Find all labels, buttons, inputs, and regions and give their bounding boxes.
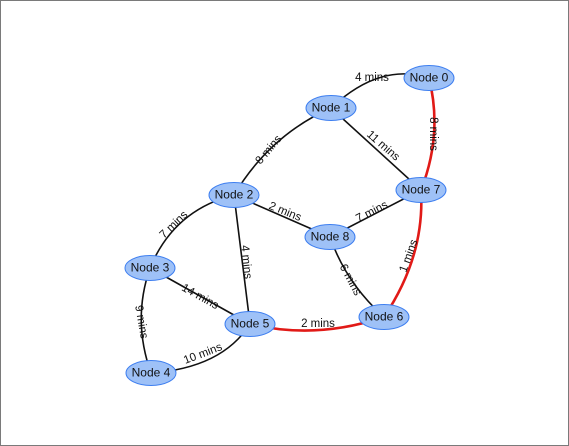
node-5[interactable]: Node 5 (224, 311, 276, 337)
edge-2-5 (233, 194, 251, 325)
node-7-label: Node 7 (402, 183, 441, 197)
node-1[interactable]: Node 1 (305, 95, 357, 121)
node-4[interactable]: Node 4 (125, 360, 177, 386)
node-5-label: Node 5 (231, 317, 270, 331)
edge-7-6-highlighted (382, 188, 423, 319)
node-2-label: Node 2 (215, 188, 254, 202)
node-7-shape (395, 177, 447, 203)
edge-label-3-5: 14 mins (179, 282, 220, 312)
node-0-shape (403, 65, 455, 91)
edge-2-1 (233, 107, 332, 196)
node-1-label: Node 1 (312, 101, 351, 115)
edge-label-8-7: 7 mins (354, 199, 390, 225)
edge-label-7-6: 1 mins (398, 238, 421, 274)
edge-label-3-2: 7 mins (158, 209, 191, 241)
edge-label-8-6: 6 mins (337, 262, 364, 298)
node-3[interactable]: Node 3 (124, 255, 176, 281)
edge-label-2-8: 2 mins (267, 200, 303, 224)
node-2[interactable]: Node 2 (208, 182, 260, 208)
node-1-shape (305, 95, 357, 121)
node-8[interactable]: Node 8 (304, 224, 356, 250)
edge-label-1-0: 4 mins (355, 72, 389, 84)
node-2-shape (208, 182, 260, 208)
node-5-shape (224, 311, 276, 337)
node-0[interactable]: Node 0 (403, 65, 455, 91)
node-layer: Node 0 Node 1 Node 2 Node 3 Node 4 Node 5 Node… (124, 65, 455, 386)
node-8-label: Node 8 (311, 230, 350, 244)
edge-label-2-5: 4 mins (238, 245, 254, 280)
edge-label-0-7: 8 mins (427, 117, 439, 151)
edge-label-3-4: 9 mins (132, 304, 150, 340)
edge-label-4-5: 10 mins (182, 341, 224, 367)
node-7[interactable]: Node 7 (395, 177, 447, 203)
node-3-shape (124, 255, 176, 281)
node-4-shape (125, 360, 177, 386)
node-4-label: Node 4 (132, 366, 171, 380)
node-8-shape (304, 224, 356, 250)
edge-label-5-6: 2 mins (301, 318, 335, 330)
node-6[interactable]: Node 6 (358, 304, 410, 330)
edge-label-2-1: 8 mins (254, 133, 285, 167)
node-6-label: Node 6 (365, 310, 404, 324)
edge-label-1-7: 11 mins (364, 129, 402, 164)
node-0-label: Node 0 (410, 71, 449, 85)
node-3-label: Node 3 (131, 261, 170, 275)
edge-1-7 (330, 107, 422, 191)
node-6-shape (358, 304, 410, 330)
